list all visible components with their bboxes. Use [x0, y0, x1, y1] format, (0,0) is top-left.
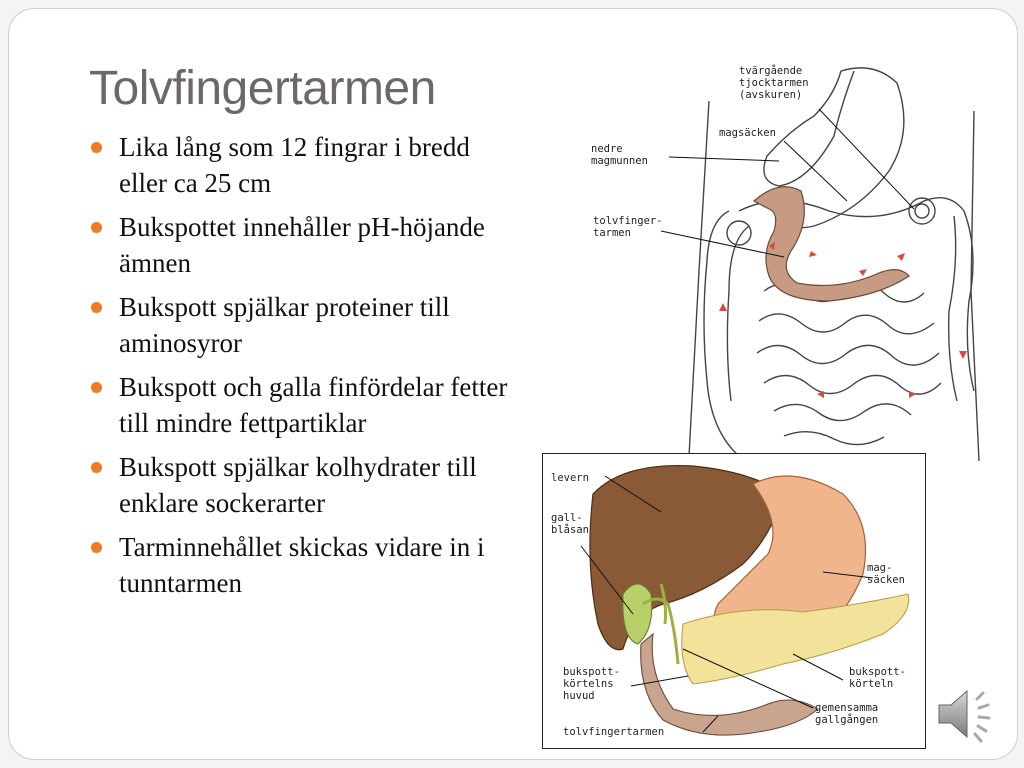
- bullet-item: Bukspott och galla finfördelar fetter ti…: [89, 369, 509, 441]
- bullet-dot-icon: [91, 382, 102, 393]
- slide: Tolvfingertarmen Lika lång som 12 fingra…: [8, 8, 1018, 760]
- liver-pancreas-illustration: levern gall- blåsan mag- säcken bukspott…: [542, 453, 926, 749]
- label-duodenum-bottom: tolvfingertarmen: [563, 726, 665, 738]
- label-duodenum: tolvfinger- tarmen: [593, 215, 663, 239]
- bullet-item: Bukspott spjälkar kolhydrater till enkla…: [89, 449, 509, 521]
- bullet-item: Bukspott spjälkar proteiner till aminosy…: [89, 289, 509, 361]
- bullet-item: Bukspottet innehåller pH-höjande ämnen: [89, 209, 509, 281]
- label-transverse-colon: tvärgående tjocktarmen (avskuren): [739, 65, 809, 101]
- bullet-item: Lika lång som 12 fingrar i bredd eller c…: [89, 129, 509, 201]
- label-common-bile-duct: gemensamma gallgången: [815, 702, 879, 726]
- liver-pancreas-drawing: [580, 464, 910, 736]
- bullet-dot-icon: [91, 542, 102, 553]
- bullet-dot-icon: [91, 142, 102, 153]
- bullet-dot-icon: [91, 222, 102, 233]
- bullet-dot-icon: [91, 302, 102, 313]
- slide-title: Tolvfingertarmen: [89, 62, 436, 115]
- label-liver: levern: [551, 472, 589, 484]
- label-pancreas-head: bukspott- körtelns huvud: [563, 666, 620, 702]
- label-stomach-bottom: mag- säcken: [867, 562, 905, 586]
- label-pancreas: bukspott- körteln: [849, 666, 906, 690]
- digestive-tract-drawing: [660, 67, 980, 462]
- label-gallbladder: gall- blåsan: [551, 512, 589, 536]
- bullet-dot-icon: [91, 462, 102, 473]
- bullet-item: Tarminnehållet skickas vidare in i tunnt…: [89, 529, 509, 601]
- label-pylorus: nedre magmunnen: [591, 143, 648, 167]
- speaker-icon[interactable]: [929, 677, 1003, 751]
- digestive-tract-illustration: tvärgående tjocktarmen (avskuren) magsäc…: [579, 61, 999, 466]
- bullet-list: Lika lång som 12 fingrar i bredd eller c…: [89, 129, 509, 609]
- label-stomach: magsäcken: [719, 127, 776, 139]
